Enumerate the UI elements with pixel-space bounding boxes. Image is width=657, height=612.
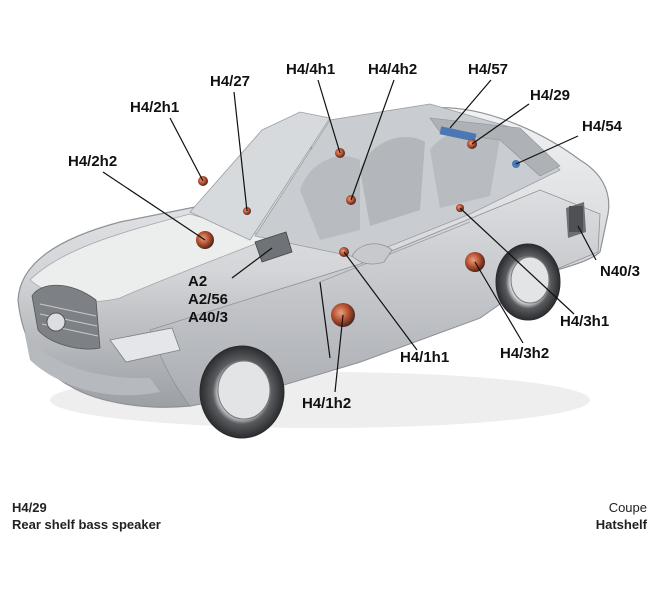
label-h4-4h2: H4/4h2 [368,61,417,78]
label-h4-3h2: H4/3h2 [500,345,549,362]
label-a40-3: A40/3 [188,309,228,326]
speaker-h4-57 [439,126,477,142]
label-a2-56: A2/56 [188,291,228,308]
label-h4-1h2: H4/1h2 [302,395,351,412]
car-illustration [17,103,610,439]
leader-lines [102,79,597,393]
caption-code: H4/29 [12,500,47,515]
car-speaker-diagram: H4/2h1 H4/27 H4/4h1 H4/4h2 H4/57 H4/29 H… [17,61,640,439]
component-labels: H4/2h1 H4/27 H4/4h1 H4/4h2 H4/57 H4/29 H… [68,61,640,412]
caption-body-style: Coupe [608,500,647,515]
label-h4-27: H4/27 [210,73,250,90]
caption-description: Rear shelf bass speaker [12,517,161,532]
label-h4-1h1: H4/1h1 [400,349,449,366]
label-h4-4h1: H4/4h1 [286,61,335,78]
label-h4-57: H4/57 [468,61,508,78]
label-h4-54: H4/54 [582,118,623,135]
label-a2: A2 [188,273,207,290]
module-n40-3 [569,206,583,232]
label-h4-2h1: H4/2h1 [130,99,179,116]
label-h4-2h2: H4/2h2 [68,153,117,170]
caption-location: Hatshelf [595,517,647,532]
label-n40-3: N40/3 [600,263,640,280]
label-h4-3h1: H4/3h1 [560,313,609,330]
label-h4-29: H4/29 [530,87,570,104]
